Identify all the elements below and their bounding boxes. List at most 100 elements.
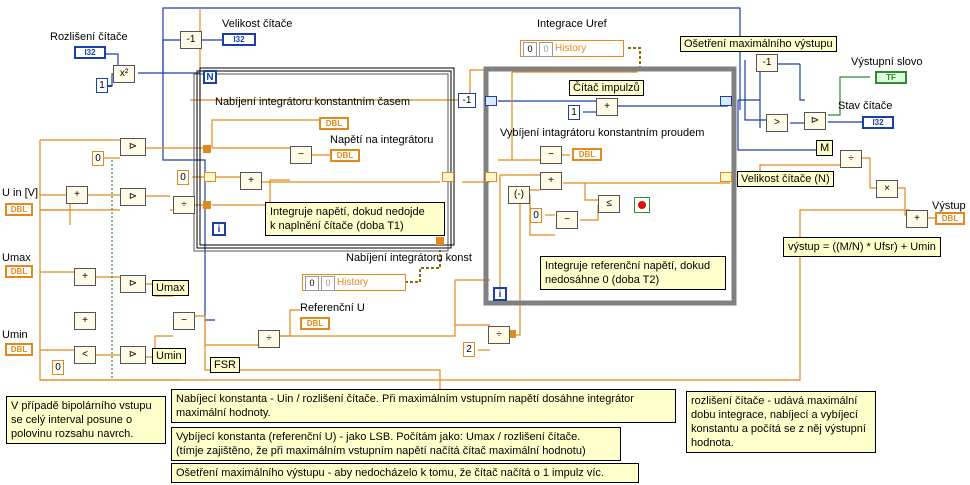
umin-control[interactable]: DBL: [5, 343, 33, 356]
nabijeni-konst-chart[interactable]: 0 0 History: [302, 274, 406, 291]
tunnel-b: [203, 201, 211, 209]
divide-result-indicator: DBL: [319, 117, 349, 130]
integrace-uref-label: Integrace Uref: [537, 18, 607, 30]
integruje-ref-note: Integruje referenční napětí, dokud nedos…: [540, 256, 726, 290]
add-node-umax: +: [74, 268, 96, 286]
velikost-n-label: Velikost čítače (N): [737, 171, 834, 187]
vystup-label: Výstup: [932, 200, 966, 212]
constant-minus-one[interactable]: -1: [458, 93, 476, 108]
divide-node-ref: ÷: [258, 330, 280, 348]
nabijeni-label: Nabíjení integrátoru konstantním časem: [215, 96, 411, 108]
shift-register-blue-right: [720, 96, 732, 106]
vystup-indicator: DBL: [935, 212, 965, 225]
fsr-label: FSR: [210, 357, 240, 373]
bipolar-note: V případě bipolárního vstupu se celý int…: [6, 396, 166, 444]
osetreni-note: Ošetření maximálního výstupu - aby nedoc…: [171, 463, 639, 483]
add-node-uin: +: [66, 186, 88, 204]
shift-register-blue-left: [485, 96, 497, 106]
select-node: ⊳: [804, 112, 826, 130]
hist-index-c: 0: [305, 276, 319, 291]
multiply-node: ×: [876, 180, 898, 198]
vybijeni-label: Vybíjení intagrátoru konstantním proudem: [500, 127, 705, 139]
decrement-node-2: -1: [756, 54, 778, 72]
tunnel-c: [436, 237, 444, 245]
rozliseni-control[interactable]: I32: [74, 46, 106, 59]
for-loop-iteration-terminal: i: [212, 222, 226, 236]
stav-citace-indicator: I32: [862, 116, 894, 129]
integruje-napeti-note: Integruje napětí, dokud nedojde k naplně…: [265, 202, 445, 236]
nabijeci-text: Nabíjecí konstanta - Uin / rozlišení čít…: [176, 393, 634, 419]
velikost-citace-indicator: I32: [222, 33, 256, 46]
napeti-int-label: Napětí na integrátoru: [330, 134, 434, 146]
vystupni-slovo-indicator: TF: [875, 71, 907, 84]
power-of-two-node: x²: [113, 65, 135, 83]
nabijeci-note: Nabíjecí konstanta - Uin / rozlišení čít…: [171, 389, 676, 423]
umin-label: Umin: [2, 329, 28, 341]
divide-node-vybijeci: ÷: [488, 326, 510, 344]
tunnel-d: [508, 330, 516, 338]
select-node-a: ⊳: [120, 138, 146, 156]
subtract-node-b: −: [540, 146, 562, 164]
increment-node: +: [596, 98, 618, 116]
divide-node-nabijeci: ÷: [173, 196, 195, 214]
compare-node: ≤: [598, 195, 620, 213]
rozliseni-note: rozlišení čítače - udává maximální dobu …: [686, 391, 876, 453]
constant-two[interactable]: 2: [463, 342, 475, 357]
less-than-node: <: [74, 346, 96, 364]
constant-zero-b[interactable]: 0: [177, 170, 189, 185]
referencni-u-indicator: DBL: [300, 317, 330, 330]
vystupni-slovo-label: Výstupní slovo: [851, 56, 923, 68]
umax-label: Umax: [2, 252, 31, 264]
subtract-node-a: −: [290, 146, 312, 164]
for-loop-count-terminal: N: [203, 70, 217, 84]
u-in-control[interactable]: DBL: [5, 203, 33, 216]
integrace-uref-chart[interactable]: 0 0 History: [520, 40, 624, 57]
integruje-napeti-text: Integruje napětí, dokud nedojde k naplně…: [270, 206, 425, 232]
greater-than-node: >: [766, 114, 788, 132]
select-node-b: ⊳: [120, 188, 146, 206]
divide-node-mn: ÷: [840, 150, 862, 168]
subtract-result-indicator: DBL: [572, 148, 602, 161]
hist-index-b: 0: [539, 42, 553, 57]
add-node-output: +: [906, 210, 928, 228]
while-loop-iteration-terminal: i: [493, 287, 507, 301]
nabijeni-konst-label: Nabíjení integrátoru konst: [346, 252, 472, 264]
for-loop-n-label: N: [206, 72, 214, 83]
stop-terminal: [634, 197, 650, 213]
constant-zero-c[interactable]: 0: [530, 208, 542, 223]
constant-zero-a[interactable]: 0: [92, 151, 104, 166]
select-node-c: ⊳: [120, 275, 146, 293]
subtract-node-fsr: −: [173, 312, 195, 330]
history-text-2: History: [337, 277, 369, 288]
vybijeci-note: Vybíjecí konstanta (referenční U) - jako…: [171, 427, 621, 461]
shift-register-right: [442, 172, 454, 182]
stop-icon: [638, 201, 646, 209]
integruje-ref-text: Integruje referenční napětí, dokud nedos…: [545, 260, 711, 286]
constant-one-b[interactable]: 1: [568, 105, 580, 120]
hist-index-d: 0: [321, 276, 335, 291]
constant-zero-d[interactable]: 0: [52, 360, 64, 375]
m-label: M: [816, 140, 834, 156]
add-node-umin-top: +: [74, 312, 96, 330]
stav-citace-label: Stav čítače: [838, 100, 893, 112]
vystup-formula-note: výstup = ((M/N) * Ufsr) + Umin: [783, 237, 941, 257]
velikost-citace-label: Velikost čítače: [222, 18, 293, 30]
rozliseni-label: Rozlišení čítače: [50, 31, 128, 43]
hist-index-a: 0: [523, 42, 537, 57]
constant-one[interactable]: 1: [96, 78, 108, 93]
iteration-label-1: i: [217, 224, 221, 235]
shift-register-left: [204, 172, 216, 182]
negate-node: (-): [508, 186, 530, 204]
umax-control[interactable]: DBL: [5, 265, 33, 278]
u-in-label: U in [V]: [2, 187, 39, 199]
umax-box: Umax: [152, 280, 189, 296]
referencni-u-label: Referenční U: [300, 302, 365, 314]
tunnel-a: [203, 145, 211, 153]
rozliseni-note-text: rozlišení čítače - udává maximální dobu …: [691, 395, 866, 449]
citac-impulzu-label: Čítač impulzů: [569, 80, 644, 96]
shift-register-while-left: [485, 172, 497, 182]
osetreni-label: Ošetření maximálního výstupu: [680, 36, 837, 52]
subtract-node-c: −: [556, 211, 578, 229]
napeti-int-indicator: DBL: [330, 149, 360, 162]
